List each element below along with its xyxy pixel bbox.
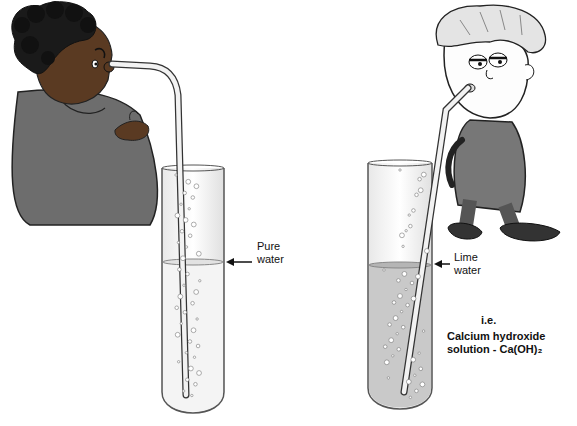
gas-bubble bbox=[180, 203, 182, 205]
gas-bubble bbox=[400, 233, 405, 238]
gas-bubble bbox=[186, 272, 190, 276]
gas-bubble bbox=[193, 356, 195, 358]
gas-bubble bbox=[419, 367, 423, 371]
gas-bubble bbox=[194, 184, 199, 189]
gas-bubble bbox=[183, 191, 187, 195]
gas-bubble bbox=[186, 179, 191, 184]
gas-bubble bbox=[411, 357, 416, 362]
gas-bubble bbox=[401, 325, 405, 329]
gas-bubble bbox=[196, 318, 198, 320]
gas-bubble bbox=[408, 214, 410, 216]
gas-bubble bbox=[175, 306, 179, 310]
gas-bubble bbox=[412, 209, 416, 213]
gas-bubble bbox=[191, 222, 196, 227]
gas-bubble bbox=[185, 352, 187, 354]
gas-bubble bbox=[393, 316, 398, 321]
gas-bubble bbox=[191, 394, 193, 396]
gas-bubble bbox=[183, 310, 187, 314]
gas-bubble bbox=[383, 269, 385, 271]
gas-bubble bbox=[405, 230, 407, 232]
gas-bubble bbox=[178, 294, 183, 299]
gas-bubble bbox=[399, 169, 401, 171]
gas-bubble bbox=[418, 188, 423, 193]
gas-bubble bbox=[175, 213, 180, 218]
boy-figure bbox=[436, 5, 560, 241]
gas-bubble bbox=[196, 251, 201, 256]
gas-bubble bbox=[175, 332, 180, 337]
gas-bubble bbox=[191, 196, 195, 200]
gas-bubble bbox=[402, 245, 404, 247]
gas-bubble bbox=[185, 378, 189, 382]
gas-bubble bbox=[188, 234, 192, 238]
gas-bubble bbox=[416, 274, 421, 279]
gas-bubble bbox=[400, 310, 402, 312]
test-tube bbox=[162, 168, 224, 413]
gas-bubble bbox=[388, 323, 392, 327]
gas-bubble bbox=[177, 361, 179, 363]
gas-bubble bbox=[398, 294, 403, 299]
gas-bubble bbox=[181, 256, 186, 261]
gas-bubble bbox=[392, 355, 394, 357]
gas-bubble bbox=[383, 345, 387, 349]
gas-bubble bbox=[396, 333, 398, 335]
gas-bubble bbox=[175, 174, 177, 176]
gas-bubble bbox=[424, 249, 429, 254]
gas-bubble bbox=[197, 371, 202, 376]
gas-bubble bbox=[177, 241, 179, 243]
gas-bubble bbox=[199, 280, 201, 282]
gas-bubble bbox=[180, 229, 184, 233]
gas-bubble bbox=[402, 272, 407, 277]
gas-bubble bbox=[409, 396, 411, 398]
gas-bubble bbox=[422, 330, 424, 332]
gas-bubble bbox=[415, 389, 419, 393]
gas-bubble bbox=[397, 279, 401, 283]
gas-bubble bbox=[183, 284, 185, 286]
gas-bubble bbox=[183, 218, 188, 223]
gas-bubble bbox=[411, 296, 416, 301]
gas-bubble bbox=[421, 172, 426, 177]
gas-bubble bbox=[389, 338, 394, 343]
gas-bubble bbox=[185, 246, 187, 248]
gas-bubble bbox=[409, 224, 413, 228]
liquid-label: Lime water bbox=[453, 251, 499, 277]
gas-bubble bbox=[387, 377, 389, 379]
gas-bubble bbox=[418, 177, 422, 181]
gas-bubble bbox=[188, 208, 190, 210]
gas-bubble bbox=[194, 290, 199, 295]
gas-bubble bbox=[420, 382, 425, 387]
gas-bubble bbox=[392, 301, 396, 305]
gas-bubble bbox=[410, 281, 414, 285]
gas-bubble bbox=[406, 379, 411, 384]
gas-bubble bbox=[196, 344, 200, 348]
gas-bubble bbox=[414, 374, 416, 376]
note-text: Calcium hydroxide solution - Ca(OH)₂ bbox=[446, 330, 572, 356]
gas-bubble bbox=[194, 382, 198, 386]
gas-bubble bbox=[405, 288, 407, 290]
gas-bubble bbox=[182, 390, 184, 392]
liquid-label: Pure water bbox=[256, 240, 302, 266]
gas-bubble bbox=[191, 301, 195, 305]
gas-bubble bbox=[178, 268, 182, 272]
gas-bubble bbox=[188, 366, 193, 371]
gas-bubble bbox=[188, 340, 192, 344]
gas-bubble bbox=[397, 348, 401, 352]
gas-bubble bbox=[384, 360, 389, 365]
gas-bubble bbox=[406, 303, 410, 307]
gas-bubble bbox=[418, 352, 420, 354]
gas-bubble bbox=[415, 193, 419, 197]
girl-figure bbox=[12, 1, 158, 225]
note-text: i.e. bbox=[480, 314, 497, 327]
gas-bubble bbox=[191, 328, 196, 333]
gas-bubble bbox=[180, 322, 182, 324]
